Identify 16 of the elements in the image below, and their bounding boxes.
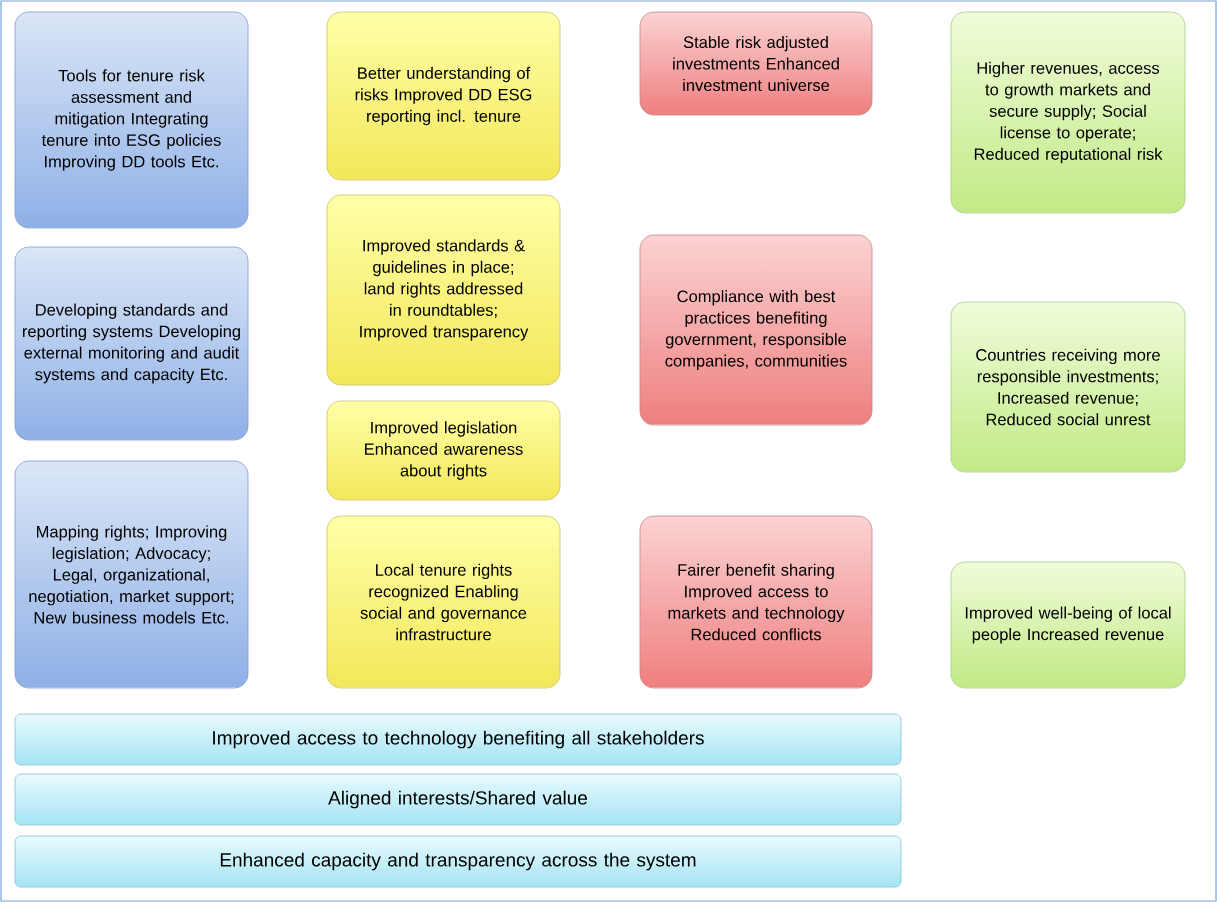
outcome-box: Higher revenues, access to growth markets and secure supply; Social license to operate; Reduced reputational risk bbox=[950, 11, 1186, 214]
outcome-box: Improved legislation Enhanced awareness about rights bbox=[326, 400, 561, 501]
outcome-box: Tools for tenure risk assessment and mitigation Integrating tenure into ESG policies Improving DD tools Etc. bbox=[14, 11, 249, 229]
outcome-box: Local tenure rights recognized Enabling social and governance infrastructure bbox=[326, 515, 561, 689]
outcome-box: Fairer benefit sharing Improved access to markets and technology Reduced conflicts bbox=[639, 515, 873, 689]
banner-box: Aligned interests/Shared value bbox=[14, 773, 902, 826]
outcome-box: Countries receiving more responsible investments; Increased revenue; Reduced social unrest bbox=[950, 301, 1186, 473]
outcome-box: Stable risk adjusted investments Enhanced investment universe bbox=[639, 11, 873, 116]
banner-box: Improved access to technology benefiting all stakeholders bbox=[14, 713, 902, 766]
outcome-box: Improved well-being of local people Increased revenue bbox=[950, 561, 1186, 689]
outcome-box: Mapping rights; Improving legislation; Advocacy; Legal, organizational, negotiation, market support; New business models Etc. bbox=[14, 460, 249, 689]
banner-box: Enhanced capacity and transparency across the system bbox=[14, 835, 902, 888]
outcome-box: Improved standards & guidelines in place; land rights addressed in roundtables; Improved transparency bbox=[326, 194, 561, 386]
outcome-box: Better understanding of risks Improved DD ESG reporting incl. tenure bbox=[326, 11, 561, 181]
outcome-box: Compliance with best practices benefiting government, responsible companies, communities bbox=[639, 234, 873, 426]
outcome-box: Developing standards and reporting systems Developing external monitoring and audit systems and capacity Etc. bbox=[14, 246, 249, 441]
